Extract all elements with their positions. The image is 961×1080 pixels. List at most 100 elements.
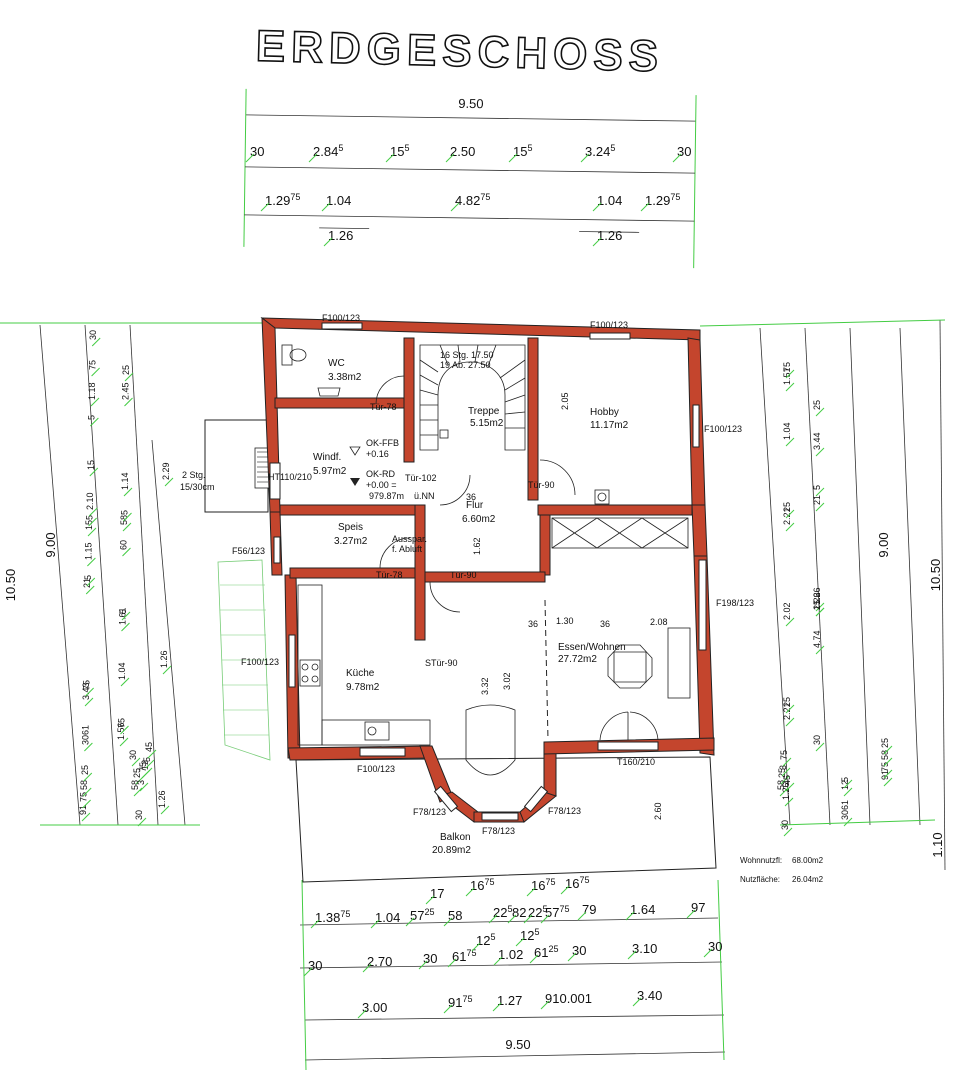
label-f78-right: F78/123 [548,806,581,816]
right-dim-c1-6: 2.21 [782,702,792,720]
stairs-tread: 19 Ab. 27.50 [440,360,491,370]
bottom-dim-r2-6: 125 [520,927,539,943]
top-dim-r1-1-tick [308,153,318,163]
label-f100-hobby: F100/123 [590,320,628,330]
door-tuer90-hobby: Tür-90 [528,480,555,490]
room-wc-name: WC [328,358,345,369]
left-dim-c3-11: 45 [144,742,154,752]
right-dim-c1-11-tick [782,757,792,767]
bottom-dim-r1-9: 1675 [531,877,555,893]
left-dim-c2-9: 2.45 [121,382,131,400]
top-dim-r1-0: 30 [250,144,264,159]
bottom-dim-r2-10-tick [703,948,713,958]
top-dim-r1-2: 155 [390,143,409,159]
left-dim-c2-9-tick [124,397,133,407]
left-dim-c3-2: 2.29 [161,462,171,480]
right-dim-c2-11: 5 [840,777,850,782]
bottom-dim-r1-5: 1675 [470,877,494,893]
left-dim-c1-3: 25 [80,765,90,775]
right-dim-c2-0-tick [815,602,825,612]
room-windfang-area: 5.97m2 [313,466,347,477]
right-dim-c2-10: 12 [840,780,850,790]
left-dim-c3-7: 3 [136,780,146,785]
bottom-dim-r2-0: 30 [308,958,322,973]
top-dim-r3-0-tick [323,237,333,247]
door-tuer90-flur: Tür-90 [450,570,477,580]
room-hobby-area: 11.17m2 [590,420,629,431]
window-wc-top [321,322,363,330]
left-dim-c1-0: 91 [78,805,88,815]
bottom-dim-r2-6-tick [515,937,525,947]
bottom-dim-r1-6: 225 [493,904,512,920]
left-dim-c1-7-tick [85,585,95,595]
left-dim-c1-12: 2.10 [85,492,95,510]
bottom-dim-r3-3-tick [540,1000,550,1010]
level-rd-value: +0.00 = [366,480,397,490]
bottom-dim-r1-2: 5725 [410,907,434,923]
window-kueche-left [288,634,296,688]
top-dim-r2-3: 1.04 [597,193,622,208]
right-dim-c2-4-tick [815,487,825,497]
bottom-dim-r3-1: 9175 [448,994,472,1010]
top-dim-r2-3-tick [592,202,602,212]
window-hobby-top [589,332,631,340]
right-dim-c2-8: 30 [812,735,822,745]
door-wc: Tür-78 [370,402,397,412]
right-dimensions: 10.50 9.00 1.10 [699,319,946,871]
bottom-dim-r2-8-tick [567,952,577,962]
left-dim-c1-10-tick [87,527,97,537]
window-f56: F56/123 [232,546,265,556]
right-dim-c1-13: 1.26 [781,782,791,800]
top-dim-r1-0-tick [245,153,255,163]
left-dim-c3-3: 30 [128,750,138,760]
top-dim-r2-2-tick [450,202,460,212]
window-speis [273,536,281,564]
left-dim-c1-6: 75 [82,680,92,690]
right-dim-c1-14: 45 [782,775,792,785]
bottom-dim-r1-0: 1.3875 [315,909,350,925]
right-dim-c1-2-tick [785,437,795,447]
left-dim-c3-10-tick [145,759,155,769]
left-dim-c3-9-tick [143,767,153,777]
label-f78-left: F78/123 [413,807,446,817]
right-dim-c2-2-tick [815,407,825,417]
right-dim-c2-9-tick [843,817,853,827]
left-dim-c1-13-tick [89,467,99,477]
door-tuer78-speis: Tür-78 [376,570,403,580]
left-dim-c1-3-tick [83,772,93,782]
left-dim-c1-13: 15 [86,460,96,470]
right-dim-c2-7-tick [815,607,825,617]
wc-fixtures: WC 3.38m2 Tür-78 [281,344,405,412]
bottom-dim-r1-9-tick [526,887,536,897]
room-kueche: Küche 9.78m2 STür-90 [297,584,458,746]
dim-36a: 36 [528,619,538,629]
label-f198: F198/123 [716,598,754,608]
label-f78-center: F78/123 [482,826,515,836]
bottom-dim-r2-1: 2.70 [367,954,392,969]
room-speis-area: 3.27m2 [334,536,368,547]
bottom-dim-r2-4: 125 [476,932,495,948]
bottom-dim-r2-7-tick [529,954,539,964]
room-treppe-name: Treppe [468,406,500,417]
entrance-door [269,462,281,500]
bottom-dim-r2-5-tick [493,956,503,966]
legend-wohn-value: 68.00m2 [792,856,824,865]
top-dimensions: 9.50 [243,88,697,269]
flur-dim2: 1.62 [472,537,482,555]
dim-208: 2.08 [650,617,668,627]
right-dim-c1-3-tick [785,522,795,532]
right-dim-c2-7: 25 [812,600,822,610]
room-windfang-name: Windf. [313,452,341,463]
left-dim-c1-1: 75 [79,792,89,802]
window-kueche-bottom [359,747,406,757]
aussparung-2: f. Abluft [392,544,423,554]
room-essen-name: Essen/Wohnen [558,642,626,653]
dim-130: 1.30 [556,616,574,626]
top-dim-r2-0-tick [260,202,270,212]
window-bay-left [433,785,459,813]
right-dim-c1-5: 2.02 [782,602,792,620]
left-dim-c3-10: 5 [142,757,152,762]
left-dim-c2-3-tick [121,622,130,632]
level-rd-label: OK-RD [366,469,396,479]
right-dim-c2-1-tick [815,447,825,457]
